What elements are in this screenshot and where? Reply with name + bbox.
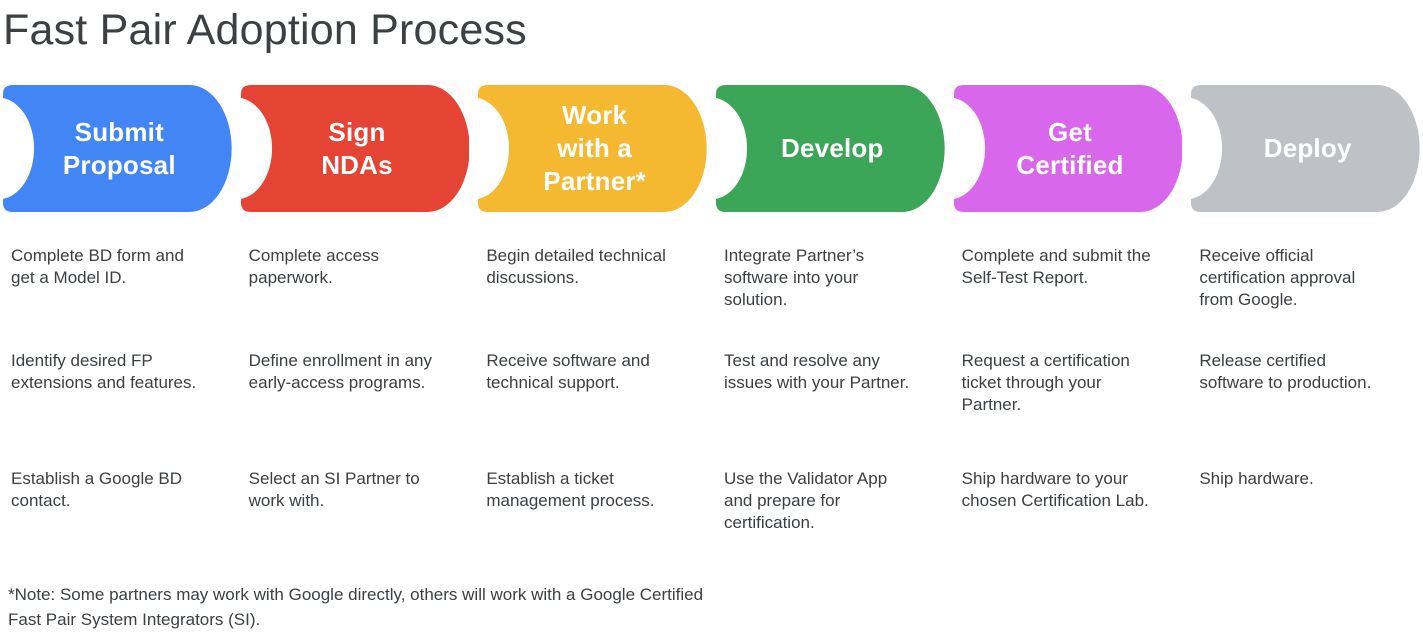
step-task: Complete BD form and get a Model ID. <box>11 246 184 287</box>
step-task: Ship hardware to your chosen Certificati… <box>961 469 1149 510</box>
step-arrow-pill-icon <box>478 85 707 212</box>
step-shape: Work with a Partner* <box>478 85 707 212</box>
step-shape: Submit Proposal <box>3 85 232 212</box>
step-shape: Develop <box>716 85 945 212</box>
step-label: Sign NDAs <box>321 116 393 180</box>
step-task: Establish a Google BD contact. <box>11 469 183 510</box>
step-task: Begin detailed technical discussions. <box>486 246 666 287</box>
page-title: Fast Pair Adoption Process <box>3 6 527 54</box>
process-step-column-1: Submit Proposal Complete BD form and get… <box>3 85 232 534</box>
step-arrow-pill-icon <box>716 85 945 212</box>
step-arrow-pill-icon <box>240 85 470 212</box>
step-label: Develop <box>781 133 884 163</box>
step-task: Identify desired FP extensions and featu… <box>11 351 197 392</box>
step-shape: Get Certified <box>953 85 1183 212</box>
step-task: Test and resolve any issues with your Pa… <box>724 351 910 392</box>
step-task: Establish a ticket management process. <box>486 469 655 510</box>
process-step-column-3: Work with a Partner* Begin detailed tech… <box>478 85 707 534</box>
step-label: Submit Proposal <box>62 116 176 180</box>
step-task: Complete access paperwork. <box>248 246 380 287</box>
process-step-column-5: Get Certified Complete and submit the Se… <box>953 85 1183 534</box>
step-task: Release certified software to production… <box>1199 351 1372 392</box>
step-label: Work with a Partner* <box>543 100 647 196</box>
step-shape: Deploy <box>1191 85 1420 212</box>
step-label: Deploy <box>1263 133 1352 163</box>
step-task: Ship hardware. <box>1199 469 1314 488</box>
step-task: Integrate Partner’s software into your s… <box>724 246 865 309</box>
step-task: Request a certification ticket through y… <box>961 351 1130 414</box>
step-shape: Sign NDAs <box>240 85 470 212</box>
step-arrow-pill-icon <box>1191 85 1420 212</box>
step-task: Receive official certification approval … <box>1199 246 1356 309</box>
step-arrow-pill-icon <box>953 85 1183 212</box>
step-task: Define enrollment in any early-access pr… <box>248 351 432 392</box>
process-step-column-2: Sign NDAs Complete access paperwork. Def… <box>240 85 470 534</box>
process-step-column-4: Develop Integrate Partner’s software int… <box>716 85 945 534</box>
step-task: Select an SI Partner to work with. <box>248 469 420 510</box>
process-grid: Submit Proposal Complete BD form and get… <box>3 85 1420 534</box>
process-step-column-6: Deploy Receive official certification ap… <box>1191 85 1420 534</box>
step-task: Use the Validator App and prepare for ce… <box>724 469 888 532</box>
footnote: *Note: Some partners may work with Googl… <box>8 585 704 629</box>
step-label: Get Certified <box>1016 116 1124 180</box>
step-task: Receive software and technical support. <box>486 351 650 392</box>
step-task: Complete and submit the Self-Test Report… <box>961 246 1151 287</box>
step-arrow-pill-icon <box>3 85 232 212</box>
